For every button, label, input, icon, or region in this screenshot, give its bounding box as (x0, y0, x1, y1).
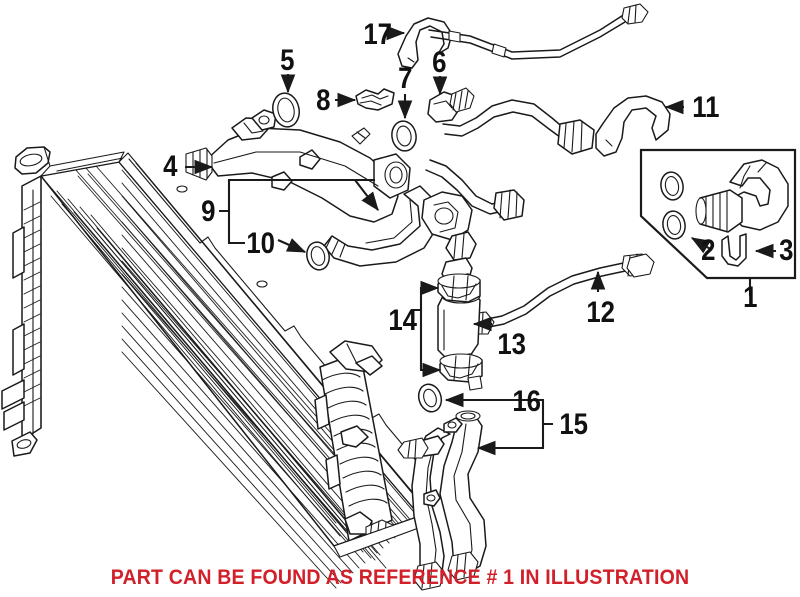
callout-label-7: 7 (398, 62, 413, 95)
center-hose-network (421, 99, 595, 287)
callout-label-9: 9 (201, 195, 216, 228)
callout-label-16: 16 (512, 385, 542, 418)
callout-label-5: 5 (280, 44, 295, 77)
callout-label-2: 2 (701, 234, 716, 267)
hose-clamps-14 (437, 273, 483, 391)
callout-label-1: 1 (743, 281, 758, 314)
callout-label-13: 13 (497, 328, 527, 361)
callout-label-15: 15 (559, 408, 589, 441)
callout-label-8: 8 (316, 84, 331, 117)
callout-label-14: 14 (388, 304, 418, 337)
inset-u-clip (721, 233, 747, 267)
detail-inset-box (639, 148, 797, 280)
radiator-right-tank (314, 340, 425, 558)
hose-11 (595, 95, 671, 157)
callout-label-17: 17 (363, 18, 393, 51)
retaining-clip (355, 88, 395, 111)
inset-o-ring-lower (662, 210, 686, 240)
lower-pipe-15 (397, 410, 487, 591)
inset-hose-assembly (695, 159, 789, 233)
coolant-tube-top (428, 3, 649, 60)
callout-label-4: 4 (163, 150, 178, 183)
hose-o-ring-10 (306, 241, 330, 271)
tube-connector-stub (626, 253, 655, 278)
callout-label-11: 11 (692, 91, 720, 124)
o-ring-seal-7 (391, 120, 417, 152)
o-ring-16 (417, 383, 443, 413)
coolant-line-12 (465, 253, 653, 335)
callout-label-10: 10 (246, 227, 276, 260)
o-ring-upper (272, 92, 300, 128)
callout-label-12: 12 (586, 296, 616, 329)
callout-leaders (185, 25, 776, 456)
coolant-pipe-inlet (185, 109, 411, 223)
reference-notice: PART CAN BE FOUND AS REFERENCE # 1 IN IL… (110, 566, 690, 589)
callout-label-6: 6 (432, 46, 447, 79)
inset-o-ring-upper (660, 171, 684, 201)
callout-label-3: 3 (779, 234, 794, 267)
sensor-fitting (427, 87, 475, 123)
